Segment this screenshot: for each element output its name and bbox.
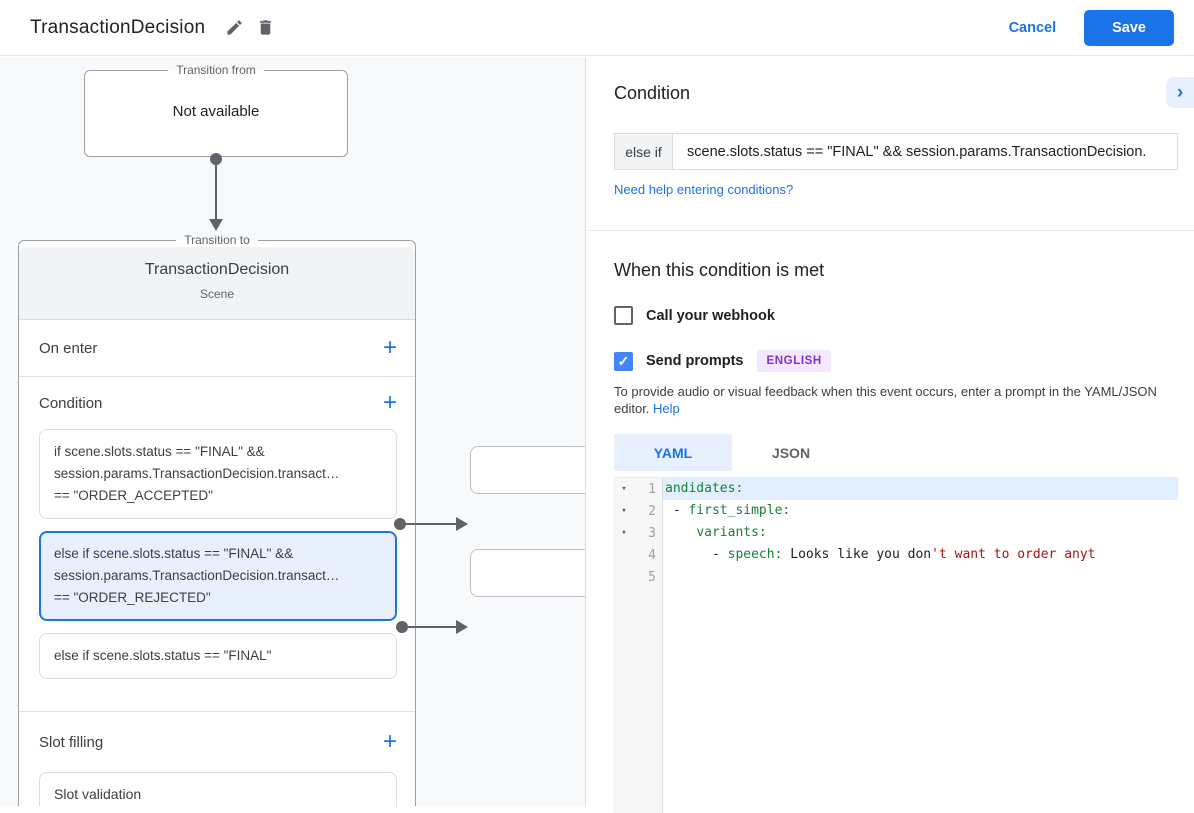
line-number: 4 [648, 547, 656, 563]
editor-code-area[interactable]: andidates: - first_simple: variants: - s… [663, 478, 1178, 813]
condition-card-line: == "ORDER_REJECTED" [54, 590, 211, 605]
condition-expression-input[interactable] [673, 134, 1177, 169]
help-link[interactable]: Help [653, 401, 680, 416]
on-enter-row[interactable]: On enter + [19, 320, 415, 377]
token-key: speech: [727, 547, 783, 562]
condition-card-line: session.params.TransactionDecision.trans… [54, 568, 340, 583]
code-line-2[interactable]: - first_simple: [663, 500, 1178, 522]
condition-card-3[interactable]: else if scene.slots.status == "FINAL" [39, 633, 397, 679]
send-prompts-label: Send prompts [646, 353, 744, 369]
add-condition-button[interactable]: + [382, 389, 397, 416]
scene-title: TransactionDecision [144, 261, 290, 278]
add-on-enter-button[interactable]: + [382, 334, 397, 361]
transition-to-node: Transition to TransactionDecision Scene … [18, 233, 416, 806]
gutter-row: ▾2 [615, 500, 662, 522]
gutter-row: ▾1 [615, 478, 662, 500]
save-button[interactable]: Save [1084, 9, 1174, 46]
token-plain: Looks like you don [782, 547, 932, 562]
condition-detail-panel: Condition › else if Need help entering c… [587, 57, 1194, 813]
condition-card-line: else if scene.slots.status == "FINAL" && [54, 546, 294, 561]
gutter-row: ▾3 [615, 522, 662, 544]
section-divider [587, 230, 1194, 231]
condition-card-list: if scene.slots.status == "FINAL" && sessi… [19, 429, 415, 679]
token-key: andidates: [665, 481, 744, 496]
scene-diagram-canvas: Transition from Not available Transition… [0, 57, 586, 806]
condition-help-link[interactable]: Need help entering conditions? [614, 182, 794, 197]
token-string: 't want to order anyt [931, 547, 1096, 562]
transition-from-node: Transition from Not available [84, 63, 348, 157]
token-plain [665, 525, 696, 540]
chevron-right-icon: › [1176, 82, 1184, 103]
tab-yaml[interactable]: YAML [614, 434, 732, 471]
condition-card-line: else if scene.slots.status == "FINAL" [54, 648, 272, 663]
transition-target-box-2[interactable] [470, 549, 585, 597]
cancel-button[interactable]: Cancel [1008, 19, 1057, 36]
line-number: 5 [648, 569, 656, 585]
condition-header-row: Condition + [19, 377, 415, 429]
condition-card-2[interactable]: else if scene.slots.status == "FINAL" &&… [39, 531, 397, 621]
scene-header[interactable]: TransactionDecision Scene [19, 247, 415, 320]
tab-json[interactable]: JSON [732, 434, 850, 471]
condition-1-connector-arrow [394, 517, 468, 531]
condition-card-line: == "ORDER_ACCEPTED" [54, 488, 213, 503]
condition-card-1[interactable]: if scene.slots.status == "FINAL" && sessi… [39, 429, 397, 519]
transition-target-box-1[interactable] [470, 446, 585, 494]
condition-2-connector-arrow [396, 620, 468, 634]
slot-filling-header-row: Slot filling + [19, 712, 415, 772]
send-prompts-checkbox[interactable]: ✓ [614, 351, 633, 371]
fold-arrow-icon[interactable]: ▾ [621, 528, 627, 538]
language-badge: ENGLISH [757, 350, 831, 372]
transition-from-legend: Transition from [176, 63, 256, 77]
slot-filling-label: Slot filling [39, 733, 104, 751]
page-title: TransactionDecision [30, 16, 206, 38]
delete-scene-button[interactable] [250, 12, 281, 43]
condition-card-line: session.params.TransactionDecision.trans… [54, 466, 340, 481]
line-number: 2 [648, 503, 656, 519]
token-plain: - [665, 547, 728, 562]
transition-from-value: Not available [172, 103, 260, 120]
pencil-icon [227, 20, 242, 35]
condition-label: Condition [39, 394, 103, 412]
send-prompts-row[interactable]: ✓ Send prompts ENGLISH [614, 350, 1194, 372]
condition-expression-group: else if [614, 133, 1178, 170]
code-line-1[interactable]: andidates: [663, 478, 1178, 500]
code-line-5[interactable] [663, 566, 1178, 588]
slot-card-list: Slot validation [19, 772, 415, 806]
transition-arrow-down [209, 153, 223, 231]
code-line-3[interactable]: variants: [663, 522, 1178, 544]
slot-card-1[interactable]: Slot validation [39, 772, 397, 806]
line-number: 3 [648, 525, 656, 541]
token-key: first_simple: [688, 503, 791, 518]
add-slot-button[interactable]: + [382, 728, 397, 755]
token-plain: - [665, 503, 689, 518]
condition-section: Condition + if scene.slots.status == "FI… [19, 377, 415, 712]
condition-prefix-label: else if [615, 134, 673, 169]
call-webhook-row[interactable]: Call your webhook [614, 306, 1194, 325]
webhook-checkbox[interactable] [614, 306, 633, 325]
condition-card-line: if scene.slots.status == "FINAL" && [54, 444, 265, 459]
checkmark-icon: ✓ [617, 352, 630, 369]
fold-arrow-icon[interactable]: ▾ [621, 506, 627, 516]
line-number: 1 [648, 481, 656, 497]
webhook-label: Call your webhook [646, 307, 775, 324]
gutter-row: 5 [615, 566, 662, 588]
edit-title-button[interactable] [219, 12, 250, 43]
prompt-hint-text: To provide audio or visual feedback when… [614, 384, 1157, 416]
fold-arrow-icon[interactable]: ▾ [621, 484, 627, 494]
top-bar: TransactionDecision Cancel Save [0, 0, 1194, 56]
collapse-panel-button[interactable]: › [1166, 77, 1194, 108]
transition-to-legend: Transition to [184, 233, 250, 247]
slot-filling-section: Slot filling + Slot validation [19, 712, 415, 806]
code-line-4[interactable]: - speech: Looks like you don't want to o… [663, 544, 1178, 566]
condition-panel-title: Condition [614, 83, 691, 103]
gutter-row: 4 [615, 544, 662, 566]
on-enter-label: On enter [39, 339, 98, 357]
scene-subtitle: Scene [199, 287, 235, 301]
trash-icon [260, 20, 272, 35]
token-key: variants: [696, 525, 767, 540]
when-condition-heading: When this condition is met [614, 260, 825, 280]
